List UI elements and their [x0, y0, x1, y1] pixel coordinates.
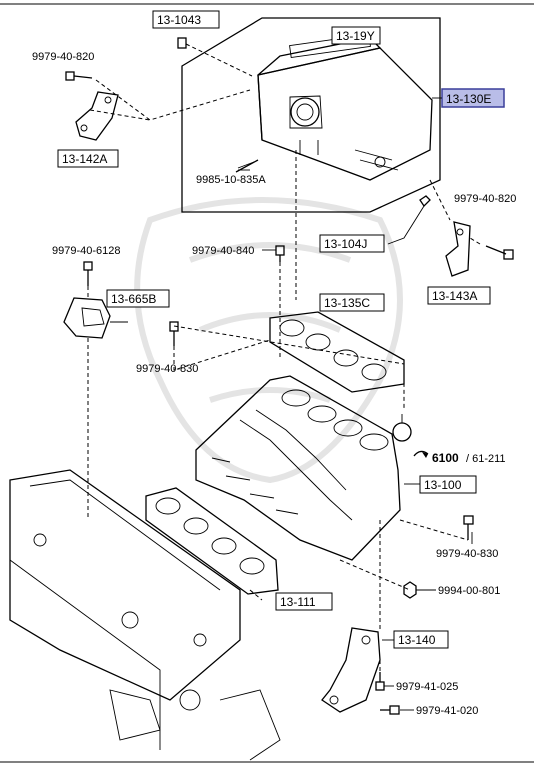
plenum-group-outline [181, 17, 441, 213]
bolt-9979-40-820-right [485, 245, 514, 260]
label-9994-00-801[interactable]: 9994-00-801 [438, 585, 500, 597]
bolt-9979-40-830-left [169, 321, 179, 346]
label-13-130e[interactable]: 13-130E [446, 92, 491, 106]
label-box-13-143a [427, 286, 491, 305]
bracket-13-143a-part [445, 221, 471, 277]
label-9979-41-020[interactable]: 9979-41-020 [416, 705, 478, 717]
label-9979-41-025[interactable]: 9979-41-025 [396, 681, 458, 693]
label-box-13-1043 [152, 10, 220, 29]
label-9979-40-830-left[interactable]: 9979-40-830 [136, 363, 198, 375]
label-13-665b[interactable]: 13-665B [111, 292, 156, 306]
label-box-13-140 [393, 630, 449, 649]
label-13-143a[interactable]: 13-143A [432, 289, 477, 303]
bracket-13-665b-part [63, 297, 111, 339]
label-13-104j[interactable]: 13-104J [324, 237, 367, 251]
bracket-13-142a-part [75, 91, 119, 141]
bracket-13-140-part [321, 627, 381, 713]
stud-13-1043 [177, 37, 187, 49]
label-13-111[interactable]: 13-111 [280, 595, 316, 609]
label-13-140[interactable]: 13-140 [398, 633, 436, 647]
bolt-9979-40-820-left [65, 71, 93, 81]
label-box-13-19y [331, 26, 381, 45]
label-9985-10-835a[interactable]: 9985-10-835A [196, 174, 266, 186]
label-box-13-111 [275, 592, 333, 611]
gasket-13-111-part [145, 487, 279, 595]
watermark-logo [134, 197, 403, 484]
label-6100[interactable]: 6100 [432, 451, 459, 465]
label-box-13-135c [319, 293, 385, 312]
label-9979-40-830-right[interactable]: 9979-40-830 [436, 548, 498, 560]
label-13-1043[interactable]: 13-1043 [157, 13, 201, 27]
label-13-19y[interactable]: 13-19Y [336, 29, 375, 43]
label-13-142a[interactable]: 13-142A [62, 152, 107, 166]
label-13-135c[interactable]: 13-135C [324, 296, 370, 310]
label-9979-40-820-right[interactable]: 9979-40-820 [454, 193, 516, 205]
label-box-13-142a [57, 149, 119, 168]
bolt-9979-40-830-right [463, 515, 474, 540]
label-9979-40-820-left[interactable]: 9979-40-820 [32, 51, 94, 63]
bolt-9979-40-6128 [83, 261, 93, 286]
hose-13-104j-part [387, 195, 431, 245]
bolt-9979-40-840 [275, 245, 285, 262]
arrow-icon [413, 450, 429, 458]
bolt-9979-41-025 [375, 672, 385, 691]
intake-manifold-13-100-part [195, 375, 412, 561]
nut-9994-00-801 [403, 581, 417, 599]
label-9979-40-840[interactable]: 9979-40-840 [192, 245, 254, 257]
label-13-100[interactable]: 13-100 [424, 478, 462, 492]
bolt-9979-41-020 [380, 705, 400, 715]
label-box-13-100 [419, 475, 477, 494]
label-9979-40-6128[interactable]: 9979-40-6128 [52, 245, 121, 257]
intake-plenum-part [257, 33, 433, 181]
leader-lines [87, 43, 481, 711]
gasket-13-135c-part [269, 311, 405, 393]
label-61-211[interactable]: / 61-211 [466, 453, 506, 465]
cylinder-head-part [9, 469, 281, 761]
label-box-13-665b [106, 289, 170, 308]
label-box-13-104j [319, 234, 385, 253]
